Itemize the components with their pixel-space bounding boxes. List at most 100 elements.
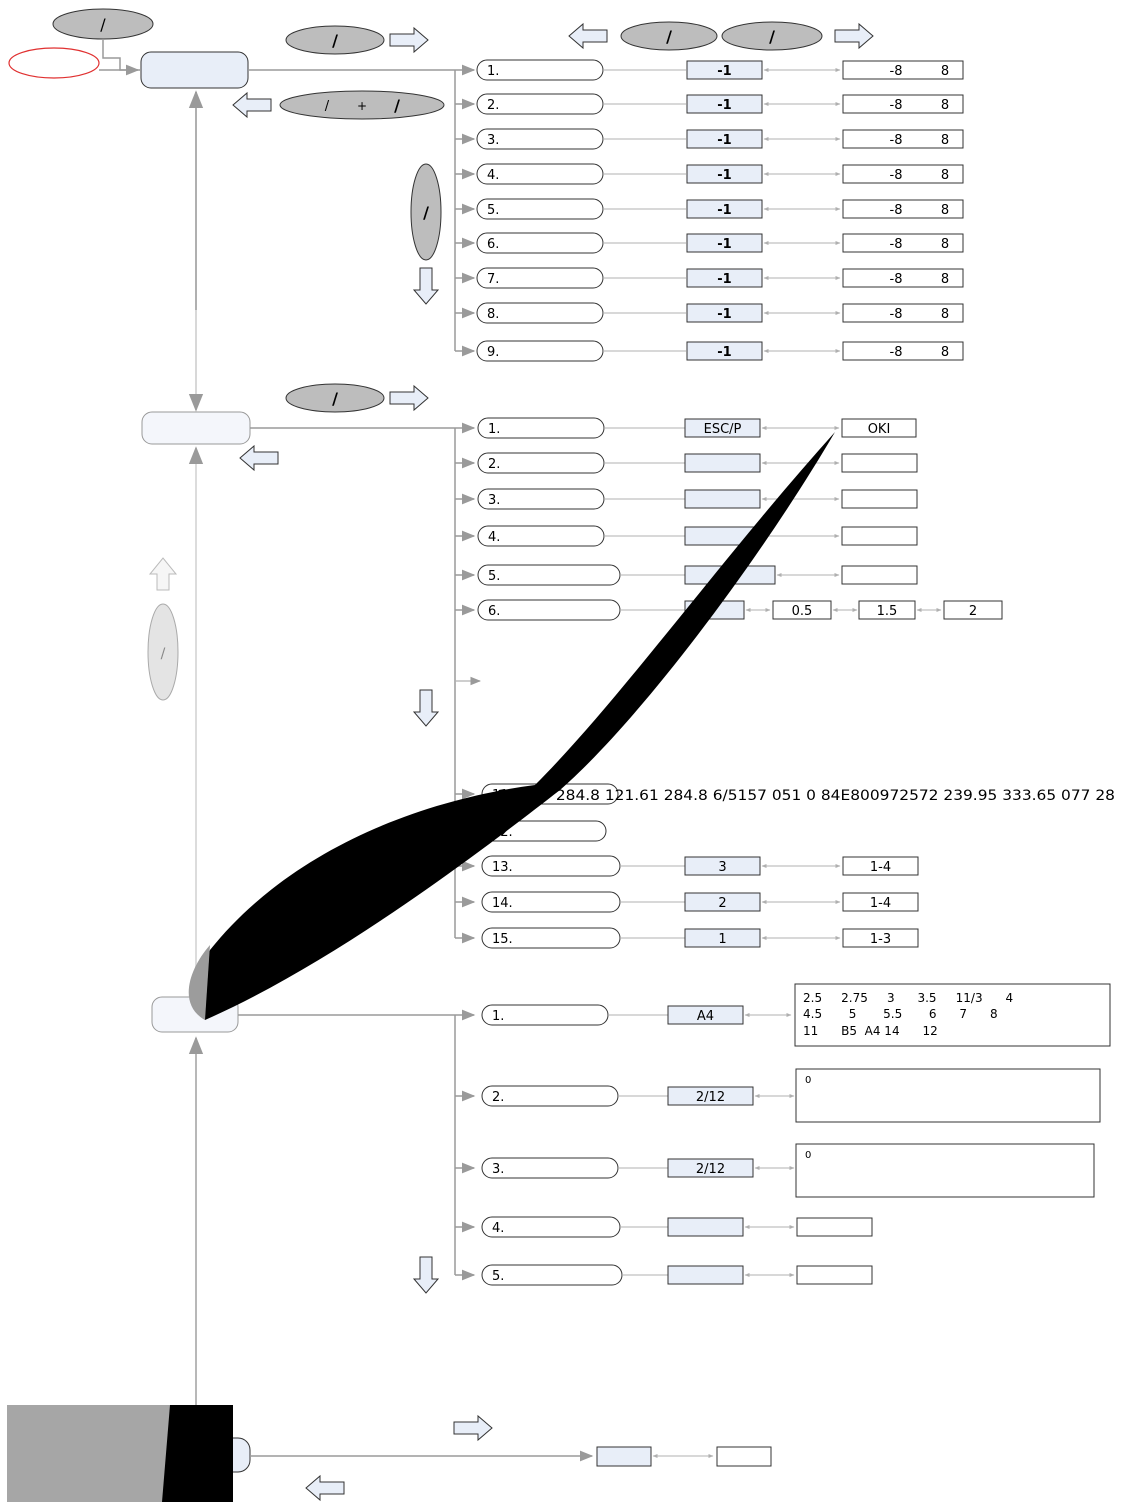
section1-item-1[interactable]: 1. <box>476 59 604 81</box>
nav-oval-right[interactable]: / <box>721 21 823 51</box>
section2-item-4[interactable]: 4. <box>477 525 605 547</box>
section2-item-2[interactable]: 2. <box>477 452 605 474</box>
nav-right-arrow[interactable] <box>834 23 874 49</box>
section2-option-2[interactable] <box>841 453 918 473</box>
section1-item-8[interactable]: 8. <box>476 302 604 324</box>
forward-arrow-1[interactable] <box>389 27 429 53</box>
down-arrow-3[interactable] <box>413 1256 439 1294</box>
back-oval-1[interactable]: / + / <box>279 90 445 120</box>
section2-row6-option-2[interactable]: 1.5 <box>858 600 916 620</box>
section3-item-2[interactable]: 2. <box>481 1085 619 1107</box>
section2-item-3[interactable]: 3. <box>477 488 605 510</box>
section3-option-5[interactable] <box>796 1265 873 1285</box>
section2-item-1[interactable]: 1. <box>477 417 605 439</box>
back-arrow-1[interactable] <box>232 92 272 118</box>
section2-row6-option-1[interactable]: 0.5 <box>772 600 832 620</box>
section1-value-7[interactable]: -1 <box>686 268 763 288</box>
svg-text:+: + <box>357 99 367 113</box>
section3-value-4[interactable] <box>667 1217 744 1237</box>
down-arrow-1[interactable] <box>413 267 439 305</box>
back-arrow-3[interactable] <box>305 1475 345 1501</box>
section2-value-3[interactable] <box>684 489 761 509</box>
section3-item-1[interactable]: 1. <box>481 1004 609 1026</box>
svg-text:-1: -1 <box>717 307 731 322</box>
section2-item-14[interactable]: 14. <box>481 891 621 913</box>
section2-value-1[interactable]: ESC/P <box>684 418 761 438</box>
section2-item-6[interactable]: 6. <box>477 599 621 621</box>
section1-value-1[interactable]: -1 <box>686 60 763 80</box>
section3-option-4[interactable] <box>796 1217 873 1237</box>
svg-text:/: / <box>394 96 400 115</box>
up-arrow-faded[interactable] <box>148 557 178 591</box>
section2-item-5[interactable]: 5. <box>477 564 621 586</box>
forward-oval-1[interactable]: / <box>285 25 385 55</box>
section2-option-4[interactable] <box>841 526 918 546</box>
section1-item-6[interactable]: 6. <box>476 232 604 254</box>
side-oval-faded[interactable]: / <box>147 603 179 701</box>
section1-item-4[interactable]: 4. <box>476 163 604 185</box>
nav-oval-left[interactable]: / <box>620 21 718 51</box>
section1-item-7[interactable]: 7. <box>476 267 604 289</box>
back-arrow-2[interactable] <box>239 445 279 471</box>
svg-text:4.5 5 5.5 6: 4.5 5 5.5 6 7 8 <box>803 1007 998 1021</box>
section3-item-5[interactable]: 5. <box>481 1264 623 1286</box>
section2-lower-range-13[interactable]: 1-4 <box>842 856 919 876</box>
section1-node[interactable] <box>140 51 249 89</box>
section3-value-1[interactable]: A4 <box>667 1005 744 1025</box>
section2-option-3[interactable] <box>841 489 918 509</box>
section2-option-5[interactable] <box>841 565 918 585</box>
section2-lower-value-13[interactable]: 3 <box>684 856 761 876</box>
section2-value-2[interactable] <box>684 453 761 473</box>
section2-row6-option-3[interactable]: 2 <box>943 600 1003 620</box>
section2-lower-value-14[interactable]: 2 <box>684 892 761 912</box>
section1-value-8[interactable]: -1 <box>686 303 763 323</box>
section2-lower-range-15[interactable]: 1-3 <box>842 928 919 948</box>
section2-lower-range-14[interactable]: 1-4 <box>842 892 919 912</box>
section2-item-13[interactable]: 13. <box>481 855 621 877</box>
section1-item-5[interactable]: 5. <box>476 198 604 220</box>
start-oval-red[interactable] <box>8 47 100 79</box>
section3-value-2[interactable]: 2/12 <box>667 1086 754 1106</box>
svg-text:8: 8 <box>941 203 949 218</box>
section1-item-9[interactable]: 9. <box>476 340 604 362</box>
section3-item-4[interactable]: 4. <box>481 1216 621 1238</box>
section1-value-9[interactable]: -1 <box>686 341 763 361</box>
section1-value-4[interactable]: -1 <box>686 164 763 184</box>
overlay-black-shape <box>196 432 835 1020</box>
section2-item-15[interactable]: 15. <box>481 927 621 949</box>
section2-node[interactable] <box>141 411 251 445</box>
forward-arrow-2[interactable] <box>389 385 429 411</box>
forward-oval-2[interactable]: / <box>285 383 385 413</box>
top-selector-oval[interactable]: / <box>52 8 154 40</box>
section1-value-6[interactable]: -1 <box>686 233 763 253</box>
svg-text:/: / <box>769 27 775 46</box>
section2-option-1[interactable]: OKI <box>841 418 917 438</box>
svg-text:3.: 3. <box>487 133 499 148</box>
nav-left-arrow[interactable] <box>568 23 608 49</box>
section3-item-3[interactable]: 3. <box>481 1157 619 1179</box>
svg-text:1: 1 <box>718 932 726 947</box>
down-arrow-2[interactable] <box>413 689 439 727</box>
forward-arrow-3[interactable] <box>453 1415 493 1441</box>
section1-value-2[interactable]: -1 <box>686 94 763 114</box>
section1-item-2[interactable]: 2. <box>476 93 604 115</box>
section3-value-5[interactable] <box>667 1265 744 1285</box>
bottom-value-box[interactable] <box>596 1446 652 1467</box>
section1-item-3[interactable]: 3. <box>476 128 604 150</box>
section1-value-5[interactable]: -1 <box>686 199 763 219</box>
section3-value-3[interactable]: 2/12 <box>667 1158 754 1178</box>
bottom-option-box[interactable] <box>716 1446 772 1467</box>
svg-text:/: / <box>332 389 338 408</box>
section1-value-3[interactable]: -1 <box>686 129 763 149</box>
vertical-oval[interactable]: / <box>410 163 442 261</box>
section2-lower-value-15[interactable]: 1 <box>684 928 761 948</box>
